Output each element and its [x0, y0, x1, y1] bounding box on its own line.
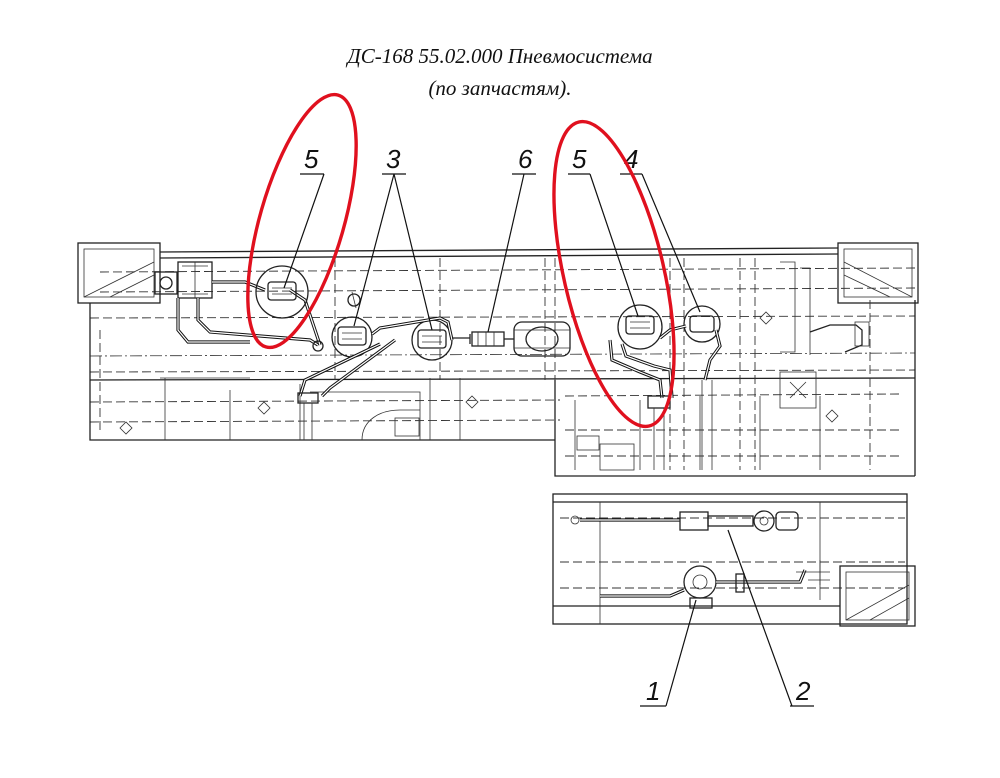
lower-frame: [552, 493, 916, 627]
callouts: 5 3 6 5 4 1 2: [283, 144, 814, 707]
highlight-ellipse-left: [246, 92, 358, 350]
callout-5-right: 5: [572, 144, 587, 174]
valve-block: [154, 271, 178, 295]
callout-3: 3: [386, 144, 401, 174]
highlight-marks: [246, 92, 676, 429]
brake-chamber-left: [255, 265, 309, 319]
diagram-subtitle: (по запчастям).: [428, 76, 572, 100]
lower-frame-outline: [552, 493, 908, 625]
callout-5-left: 5: [304, 144, 319, 174]
callout-2: 2: [795, 676, 811, 706]
upper-components: [154, 261, 722, 470]
highlight-ellipse-right: [552, 119, 676, 429]
upper-frame: [77, 242, 919, 477]
air-receiver-lower: [683, 565, 717, 599]
callout-6: 6: [518, 144, 533, 174]
air-receiver: [513, 321, 571, 357]
diagram-title: ДС-168 55.02.000 Пневмосистема: [347, 44, 653, 68]
left-end-bracket: [77, 242, 161, 304]
pneumatic-cylinder-small: [679, 511, 709, 531]
right-end-bracket: [837, 242, 919, 304]
hose-coupler: [471, 331, 505, 347]
brake-chamber-right: [617, 304, 663, 350]
callout-1: 1: [646, 676, 660, 706]
brake-chamber-4: [683, 305, 721, 343]
